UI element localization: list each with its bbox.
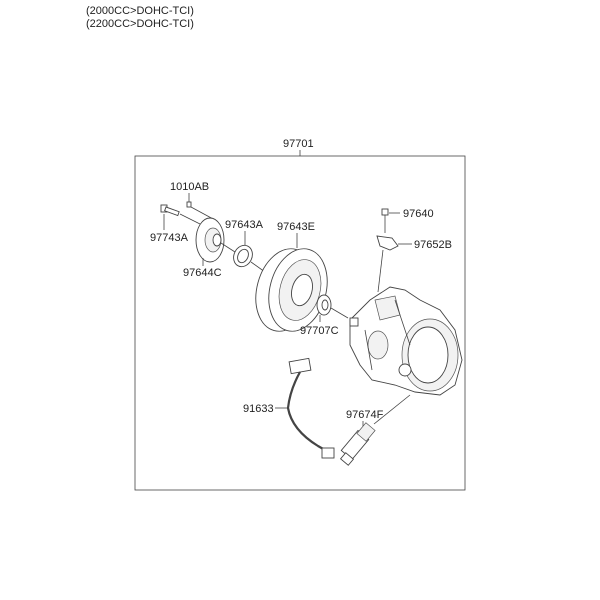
label-97643A[interactable]: 97643A: [225, 219, 264, 231]
label-91633[interactable]: 91633: [243, 403, 274, 415]
label-97707C[interactable]: 97707C: [300, 325, 339, 337]
assembly-frame: [134, 155, 466, 491]
label-97743A[interactable]: 97743A: [150, 232, 189, 244]
bolt-part: [160, 204, 180, 217]
label-97640[interactable]: 97640: [403, 208, 434, 220]
label-97701[interactable]: 97701: [283, 138, 314, 150]
label-97643E[interactable]: 97643E: [277, 221, 315, 233]
shim-part: [233, 244, 253, 268]
label-97644C[interactable]: 97644C: [183, 267, 222, 279]
bracket-part: [376, 235, 399, 251]
clutch-hub-part: [195, 217, 225, 263]
engine-spec-line-2: (2200CC>DOHC-TCI): [86, 18, 194, 30]
label-1010AB[interactable]: 1010AB: [170, 181, 209, 193]
pressure-sensor-part: [339, 422, 376, 466]
label-97674F[interactable]: 97674F: [346, 409, 384, 421]
pulley-part: [255, 248, 328, 332]
bearing-part: [316, 294, 332, 316]
wire-harness-part: [286, 357, 335, 459]
engine-spec-line-1: (2000CC>DOHC-TCI): [86, 5, 194, 17]
compressor-part: [349, 286, 463, 396]
label-97652B[interactable]: 97652B: [414, 239, 452, 251]
bracket-bolt-part: [381, 208, 389, 216]
screw-part: [186, 201, 192, 208]
